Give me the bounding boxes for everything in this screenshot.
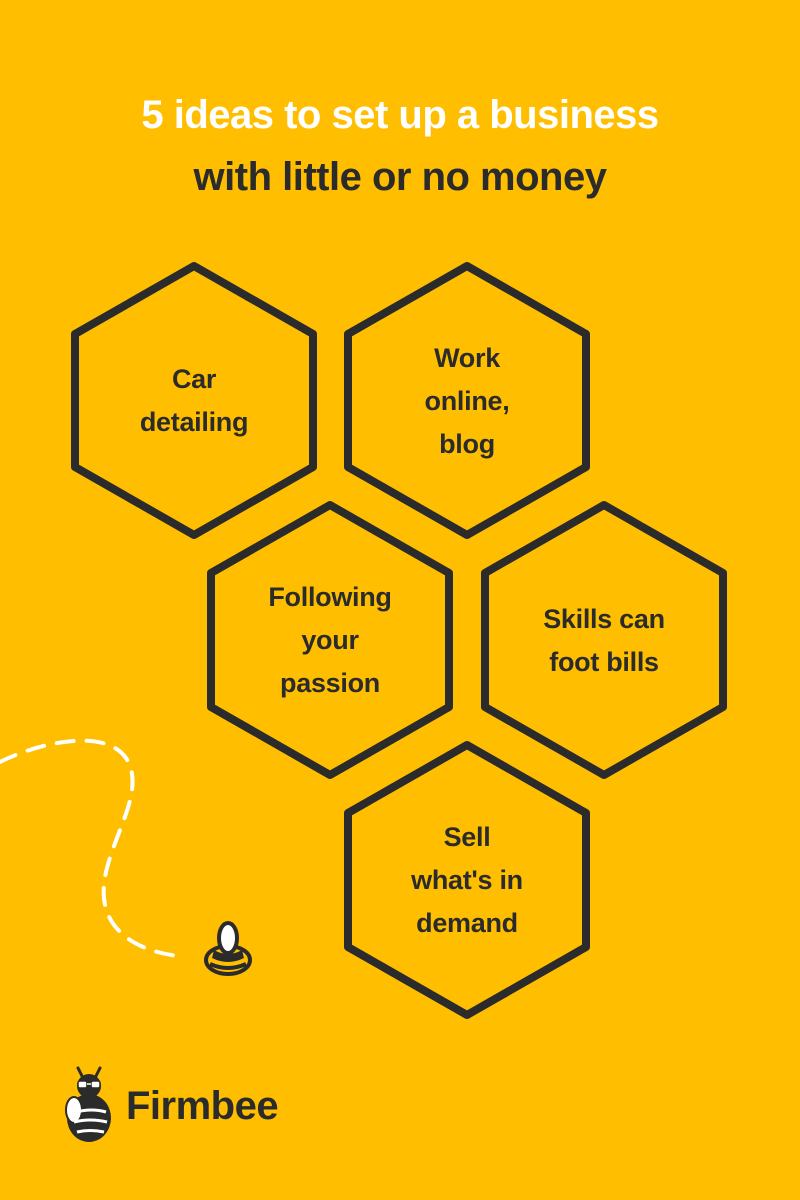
title-line-2: with little or no money [193,155,607,199]
dashed-flight-path [0,738,180,958]
page-title: 5 ideas to set up a business with little… [0,84,800,208]
bee-icon [204,921,252,976]
idea-1-line-2: detailing [139,407,249,437]
idea-3-line-3: passion [280,668,380,698]
idea-3-line-1: Following [268,582,392,612]
title-line-1: 5 ideas to set up a business [141,93,659,137]
idea-3-line-2: your [301,625,359,655]
idea-label-4: Skills can foot bills [504,598,704,684]
idea-2-line-3: blog [439,429,495,459]
idea-label-3: Following your passion [230,576,430,705]
brand: Firmbee [60,1066,279,1146]
idea-5-line-3: demand [416,908,518,938]
firmbee-bee-logo-icon [65,1066,111,1142]
idea-label-2: Work online, blog [367,337,567,466]
idea-label-1: Car detailing [94,358,294,444]
idea-2-line-2: online, [424,386,510,416]
idea-2-line-1: Work [434,343,500,373]
idea-4-line-1: Skills can [543,604,665,634]
idea-5-line-1: Sell [443,822,491,852]
idea-4-line-2: foot bills [549,647,659,677]
idea-5-line-2: what's in [411,865,523,895]
idea-label-5: Sell what's in demand [367,816,567,945]
idea-1-line-1: Car [171,364,217,394]
brand-name: Firmbee [126,1084,279,1128]
